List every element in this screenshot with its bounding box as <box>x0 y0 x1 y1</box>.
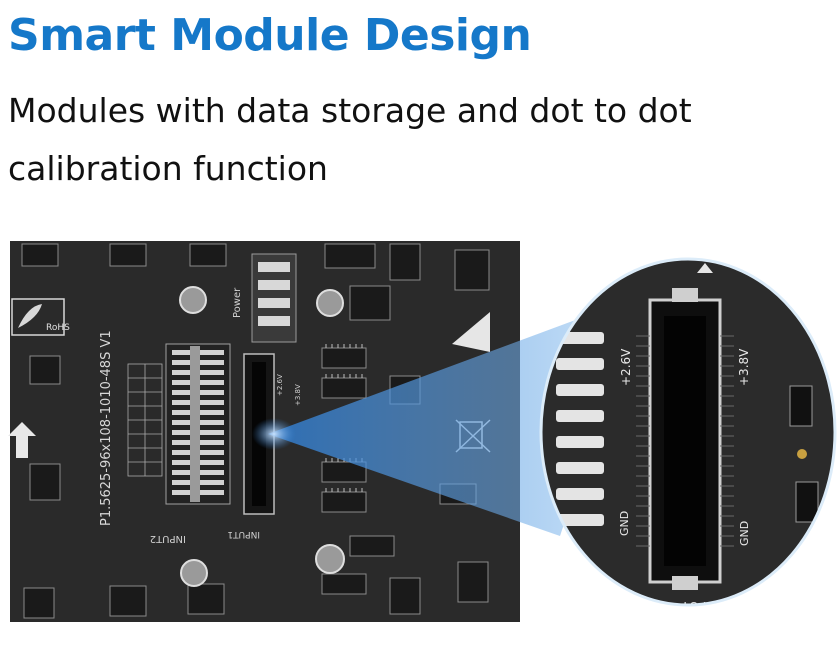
svg-text:INPUT1: INPUT1 <box>227 529 260 539</box>
model-label: P1.5625-96x108-1010-48S V1 <box>99 330 114 526</box>
svg-text:+2.6V: +2.6V <box>276 374 284 396</box>
capacitor-group <box>179 286 345 587</box>
svg-text:+3.8V: +3.8V <box>294 384 302 406</box>
zoom-gnd-right: GND <box>738 521 751 546</box>
page-title: Smart Module Design <box>8 10 532 61</box>
rohs-logo <box>11 298 65 336</box>
power-label: Power <box>232 287 243 318</box>
arrow-icon <box>8 422 36 458</box>
zoom-input-label: INPUT <box>681 598 720 613</box>
svg-text:RoHS: RoHS <box>46 323 70 333</box>
zoom-voltage-left: +2.6V <box>619 348 633 386</box>
connector-zoom-view: +2.6V +3.8V GND GND INPUT <box>539 257 837 613</box>
zoom-gnd-left: GND <box>618 511 631 536</box>
zoom-voltage-right: +3.8V <box>737 348 751 386</box>
esd-warning-icon <box>452 312 490 352</box>
module-photo: Power RoHS <box>0 236 839 656</box>
input2-label: INPUT2 <box>150 533 186 544</box>
page-subtitle: Modules with data storage and dot to dot… <box>8 91 692 188</box>
